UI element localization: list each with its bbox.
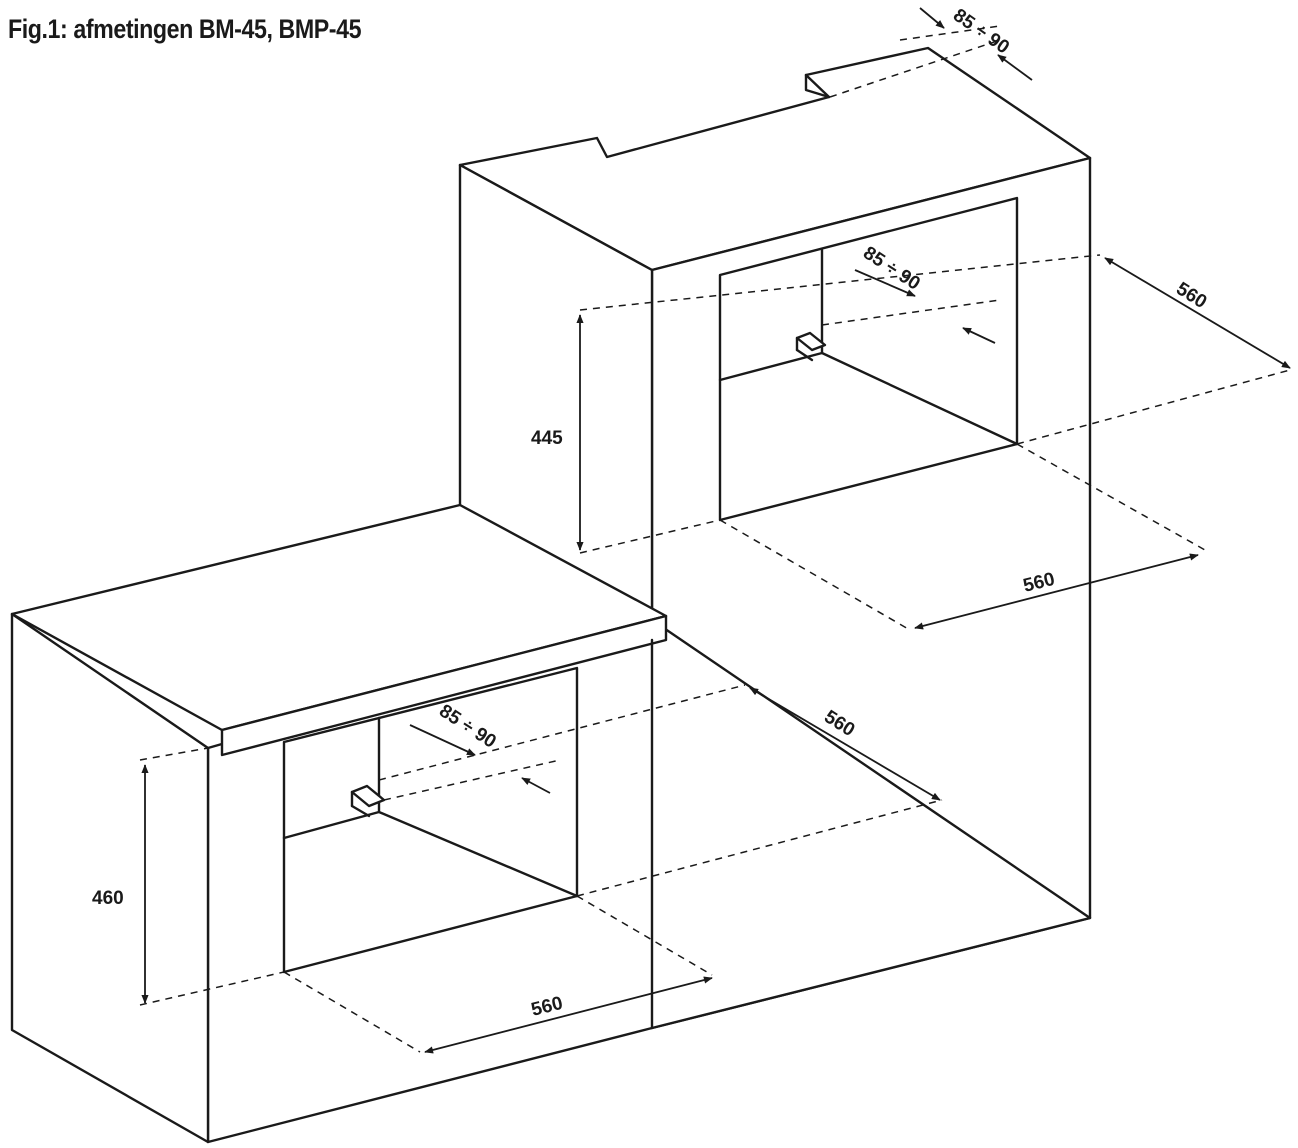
projection-lines: [139, 25, 1291, 1053]
low-cabinet-side: [10, 612, 210, 1144]
upper-niche-shelf-front-bottom: [795, 348, 814, 362]
page-title: Fig.1: afmetingen BM-45, BMP-45: [8, 14, 362, 44]
dim-upper-height: 445: [531, 428, 563, 449]
dimension-lines: [141, 7, 1291, 1054]
lower-niche-inner-floor: [377, 810, 579, 898]
lower-niche-shelf-front-bottom: [350, 804, 371, 818]
upper-niche-shelf: [795, 331, 827, 352]
low-cabinet-worktop-edge: [220, 614, 668, 757]
dim-lower-height: 460: [92, 888, 124, 909]
dim-upper-vent-top: 85 ÷ 90: [949, 5, 1013, 58]
tall-cabinet-top-notch: [804, 73, 831, 99]
upper-niche-inner-floor: [820, 351, 1019, 446]
dim-upper-depth: 560: [1172, 278, 1210, 313]
